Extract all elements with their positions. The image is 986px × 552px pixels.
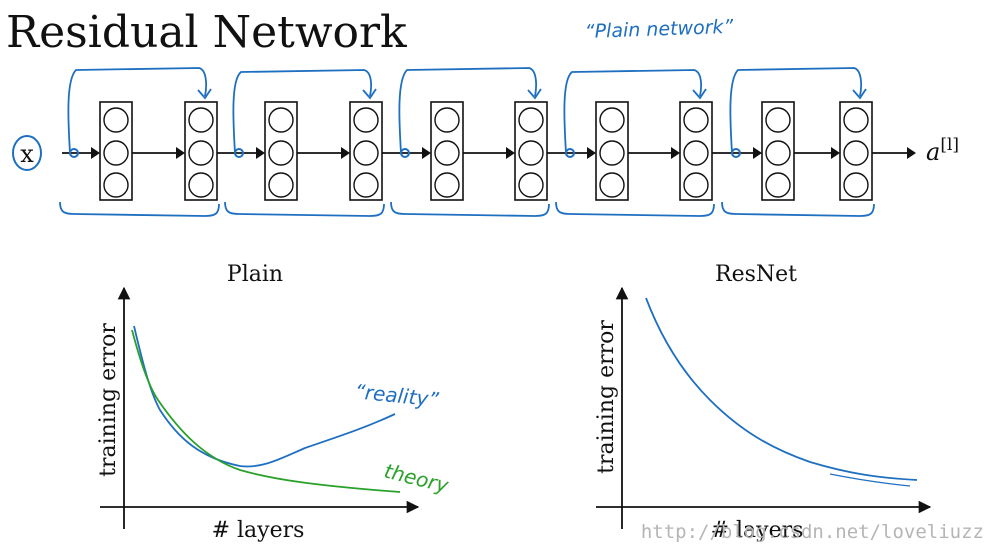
neuron-unit bbox=[599, 107, 625, 133]
slide-title: Residual Network bbox=[6, 7, 407, 58]
layer-arrow-head bbox=[587, 147, 596, 159]
plain-network-annotation: “Plain network” bbox=[584, 16, 733, 43]
reality-label: “reality” bbox=[353, 379, 440, 412]
residual-block-bracket bbox=[555, 201, 715, 217]
neuron-unit bbox=[599, 140, 625, 166]
layer-arrow-head bbox=[831, 147, 840, 159]
addition-node bbox=[400, 148, 410, 158]
resnet-chart-title: ResNet bbox=[715, 262, 797, 287]
skip-connection-arrowhead bbox=[692, 88, 707, 100]
layer-stack bbox=[59, 67, 916, 217]
skip-connection bbox=[67, 67, 207, 154]
plain-y-axis-label: training error bbox=[96, 323, 121, 477]
neuron-unit bbox=[103, 172, 129, 198]
neuron-unit bbox=[268, 140, 294, 166]
neuron-unit bbox=[765, 107, 791, 133]
layer-arrow-head bbox=[753, 147, 762, 159]
resnet-curve bbox=[645, 297, 918, 481]
layer-arrow-head bbox=[671, 147, 680, 159]
neuron-unit bbox=[599, 172, 625, 198]
input-arrow-head bbox=[91, 147, 100, 159]
neuron-unit bbox=[103, 140, 129, 166]
neuron-unit bbox=[434, 107, 460, 133]
input-circle-annotation bbox=[12, 135, 42, 171]
neuron-unit bbox=[353, 172, 379, 198]
neuron-unit bbox=[518, 140, 544, 166]
plain-x-axis-label: # layers bbox=[212, 518, 305, 543]
neuron-unit bbox=[434, 172, 460, 198]
skip-connection bbox=[398, 67, 537, 154]
layer-arrow-head bbox=[176, 147, 185, 159]
theory-curve bbox=[131, 329, 401, 493]
reality-curve bbox=[133, 325, 396, 468]
neuron-unit bbox=[765, 172, 791, 198]
addition-node bbox=[69, 148, 79, 158]
resnet-curve-tail-stroke bbox=[829, 473, 911, 487]
neuron-unit bbox=[765, 140, 791, 166]
neuron-unit bbox=[843, 140, 869, 166]
neuron-unit bbox=[843, 172, 869, 198]
resnet-x-axis-label: # layers bbox=[711, 518, 804, 543]
layer-arrow-head bbox=[422, 147, 431, 159]
skip-connection-arrowhead bbox=[197, 88, 212, 100]
addition-node bbox=[234, 148, 244, 158]
residual-block-bracket bbox=[390, 201, 550, 217]
skip-connection-arrowhead bbox=[362, 88, 377, 100]
residual-block-bracket bbox=[721, 201, 875, 217]
skip-connection bbox=[729, 67, 862, 154]
resnet-y-axis-label: training error bbox=[594, 320, 619, 474]
layer-arrow-head bbox=[256, 147, 265, 159]
neuron-unit bbox=[843, 107, 869, 133]
watermark: http://blog.csdn.net/loveliuzz bbox=[641, 521, 984, 543]
neuron-unit bbox=[268, 107, 294, 133]
neuron-unit bbox=[103, 107, 129, 133]
plain-chart: Plain training error # layers “reality” … bbox=[96, 262, 452, 543]
skip-connection bbox=[232, 69, 372, 154]
skip-connection-arrowhead bbox=[527, 88, 542, 100]
neuron-unit bbox=[683, 140, 709, 166]
neuron-unit bbox=[683, 107, 709, 133]
residual-block-bracket bbox=[224, 201, 385, 217]
neuron-unit bbox=[188, 107, 214, 133]
output-label: a[l] bbox=[926, 135, 959, 166]
neuron-unit bbox=[683, 172, 709, 198]
layer-arrow-head bbox=[506, 147, 515, 159]
addition-node bbox=[565, 148, 575, 158]
resnet-chart: ResNet training error # layers bbox=[594, 262, 932, 543]
neuron-unit bbox=[518, 107, 544, 133]
neuron-unit bbox=[188, 140, 214, 166]
network-diagram: x a[l] bbox=[12, 67, 959, 217]
residual-block-bracket bbox=[59, 201, 220, 217]
neuron-unit bbox=[268, 172, 294, 198]
neuron-unit bbox=[188, 172, 214, 198]
plain-chart-title: Plain bbox=[227, 262, 283, 287]
layer-arrow-head bbox=[341, 147, 350, 159]
output-arrow-head bbox=[907, 147, 916, 159]
skip-connection bbox=[563, 69, 702, 154]
addition-node bbox=[731, 148, 741, 158]
neuron-unit bbox=[518, 172, 544, 198]
skip-connection-arrowhead bbox=[852, 88, 867, 100]
input-label: x bbox=[20, 140, 34, 168]
neuron-unit bbox=[353, 140, 379, 166]
neuron-unit bbox=[434, 140, 460, 166]
neuron-unit bbox=[353, 107, 379, 133]
